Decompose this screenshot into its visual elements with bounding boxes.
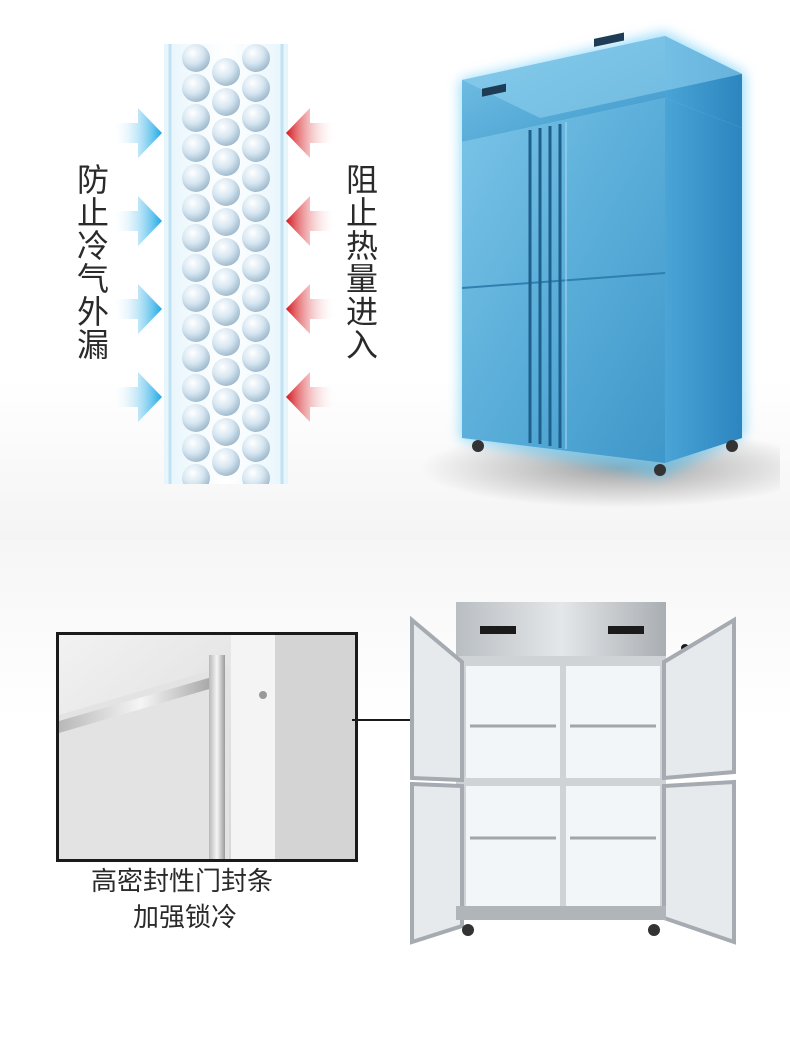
insulation-bead [212,388,240,416]
insulation-bead [212,118,240,146]
cold-arrow-icon [112,108,162,158]
insulation-bead [212,418,240,446]
insulation-bead [212,208,240,236]
insulation-bead [242,194,270,222]
seal-caption-line1: 高密封性门封条 [90,867,273,897]
insulation-bead [182,74,210,102]
block-heat-entry-text: 阻止热量进入 [345,161,378,364]
cold-arrows [112,104,162,456]
prevent-cold-leak-text: 防止冷气外漏 [76,161,109,364]
heat-arrow-icon [286,372,336,422]
insulation-bead [212,58,240,86]
insulation-bead [242,344,270,372]
insulation-bead [182,374,210,402]
seal-caption-line2: 加强锁冷 [132,903,237,933]
insulation-bead [242,434,270,462]
insulation-bead [182,104,210,132]
insulation-bead [242,134,270,162]
insulation-bead [182,404,210,432]
cold-arrow-icon [112,196,162,246]
insulation-bead [182,344,210,372]
insulation-bead [182,314,210,342]
insulation-bead [212,88,240,116]
insulation-bead [242,74,270,102]
insulation-bead [182,134,210,162]
insulation-bead [242,224,270,252]
insulation-bead [242,254,270,282]
insulation-bead [182,254,210,282]
insulation-bead [212,298,240,326]
heat-arrow-icon [286,196,336,246]
insulation-bead [182,434,210,462]
insulation-bead [242,374,270,402]
insulation-showcase: 防止冷气外漏 阻止热量进入 [0,0,790,540]
insulation-bead [182,44,210,72]
insulation-bead [242,164,270,192]
insulation-bead [242,104,270,132]
insulation-bead [242,404,270,432]
fridge-open-image [400,596,750,996]
insulation-bead [212,448,240,476]
heat-arrow-icon [286,108,336,158]
fridge-closed-image [410,18,780,518]
cold-arrow-icon [112,284,162,334]
insulation-bead [212,148,240,176]
insulation-bead [242,284,270,312]
insulation-bead [212,358,240,386]
insulation-bead [242,44,270,72]
insulation-bead [242,464,270,484]
insulation-bead [212,268,240,296]
insulation-bead [212,178,240,206]
insulation-bead [212,238,240,266]
insulation-bead [242,314,270,342]
door-seal-closeup [56,632,358,862]
insulation-bead [182,164,210,192]
insulation-bead [182,194,210,222]
insulation-bead [182,224,210,252]
insulation-bead [182,284,210,312]
heat-arrows [286,104,336,456]
heat-arrow-icon [286,284,336,334]
insulation-layer [162,44,290,484]
insulation-bead [182,464,210,484]
cold-arrow-icon [112,372,162,422]
insulation-bead [212,328,240,356]
